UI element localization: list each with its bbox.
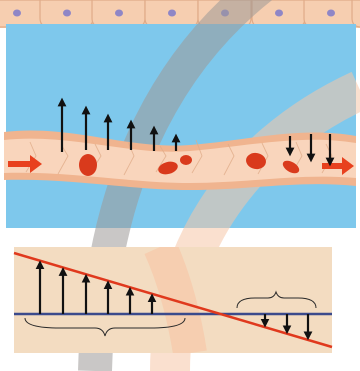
tissue-cell: [0, 0, 43, 27]
pressure-graph: [14, 247, 332, 353]
cell-nucleus: [115, 10, 123, 17]
cell-nucleus: [327, 10, 335, 17]
tissue-cell: [352, 0, 360, 27]
red-blood-cell: [180, 155, 192, 165]
tissue-cells: [0, 0, 360, 27]
red-blood-cell: [79, 154, 97, 176]
cell-nucleus: [63, 10, 71, 17]
cell-nucleus: [13, 10, 21, 17]
cell-nucleus: [275, 10, 283, 17]
cell-nucleus: [168, 10, 176, 17]
